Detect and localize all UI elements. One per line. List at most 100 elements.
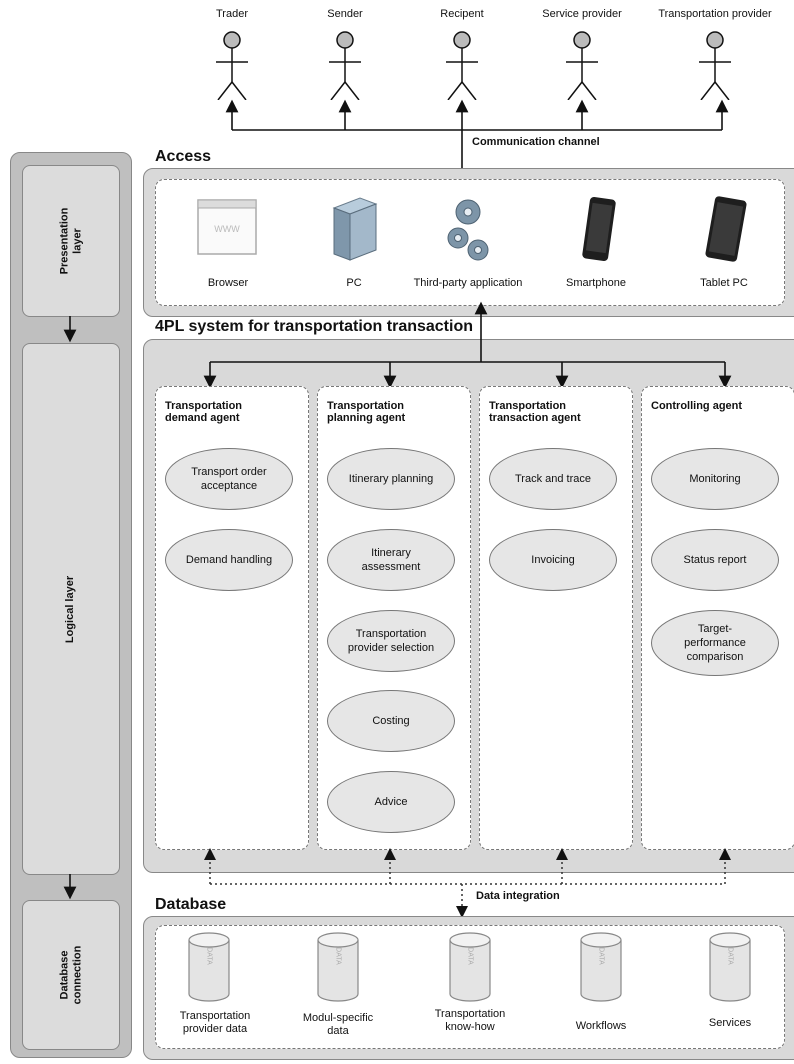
agent-title-transaction: Transportation transaction agent xyxy=(489,400,581,424)
task-status-report: Status report xyxy=(651,529,779,591)
gears-icon xyxy=(447,199,489,261)
store-label-line: Workflows xyxy=(575,1020,627,1032)
pc-icon xyxy=(332,197,378,261)
task-costing: Costing xyxy=(327,690,455,752)
store-label-line: provider data xyxy=(182,1023,248,1035)
data-integration-label: Data integration xyxy=(476,890,560,902)
stick-figure-icon xyxy=(329,31,361,100)
agent-title-demand: Transportation demand agent xyxy=(165,400,242,424)
actor-trader: Trader xyxy=(157,8,307,100)
logic-title: 4PL system for transportation transactio… xyxy=(155,318,473,335)
layer-arrows xyxy=(63,316,77,900)
store-workflows: Workflows xyxy=(546,1020,656,1033)
task-label-line: Itinerary xyxy=(371,547,411,559)
access-title: Access xyxy=(155,148,212,165)
task-label-line: acceptance xyxy=(200,480,258,492)
task-label-line: Itinerary planning xyxy=(348,473,434,485)
task-demand-handling: Demand handling xyxy=(165,529,293,591)
actor-label: Trader xyxy=(216,8,248,20)
task-advice: Advice xyxy=(327,771,455,833)
browser-icon: WWW xyxy=(197,199,257,255)
device-label-third-party-application: Third-party application xyxy=(413,277,523,289)
logical-layer-box: Logical layer xyxy=(22,343,120,875)
device-label-smartphone: Smartphone xyxy=(566,277,626,289)
stick-figure-icon xyxy=(699,31,731,100)
store-transportation-know-how: Transportation know-how xyxy=(415,1008,525,1034)
agent-title-line: Transportation xyxy=(489,400,567,412)
agent-title-line: Transportation xyxy=(165,400,243,412)
task-itinerary-assessment: Itinerary assessment xyxy=(327,529,455,591)
stick-figure-icon xyxy=(216,31,248,100)
communication-channel-label: Communication channel xyxy=(472,136,600,148)
task-itinerary-planning: Itinerary planning xyxy=(327,448,455,510)
agent-title-controlling: Controlling agent xyxy=(651,400,742,412)
task-label-line: provider selection xyxy=(347,642,435,654)
task-monitoring: Monitoring xyxy=(651,448,779,510)
actor-label: Recipent xyxy=(440,8,484,20)
store-label-line: Transportation xyxy=(179,1010,251,1022)
agent-title-planning: Transportation planning agent xyxy=(327,400,405,424)
task-transport-order-acceptance: Transport order acceptance xyxy=(165,448,293,510)
task-invoicing: Invoicing xyxy=(489,529,617,591)
store-label-line: Modul-specific xyxy=(302,1012,374,1024)
agent-title-line: Controlling agent xyxy=(651,400,743,412)
task-track-and-trace: Track and trace xyxy=(489,448,617,510)
task-label-line: Transportation xyxy=(355,628,427,640)
stick-figure-icon xyxy=(446,31,478,100)
task-label-line: Advice xyxy=(374,796,408,808)
tablet-icon xyxy=(705,196,747,262)
database-title: Database xyxy=(155,896,227,913)
task-label-line: assessment xyxy=(361,561,421,573)
actor-service-provider: Service provider xyxy=(507,8,657,100)
cylinder-glyph: DATA xyxy=(206,947,213,965)
database-cylinder-icon: DATA xyxy=(580,932,622,1002)
stick-figure-icon xyxy=(566,31,598,100)
actor-transportation-provider: Transportation provider xyxy=(640,8,790,100)
actor-label: Sender xyxy=(327,8,363,20)
task-label-line: Transport order xyxy=(191,466,267,478)
device-label-pc: PC xyxy=(346,277,362,289)
actor-label: Transportation provider xyxy=(658,8,772,20)
task-transportation-provider-selection: Transportation provider selection xyxy=(327,610,455,672)
task-label-line: comparison xyxy=(686,651,744,663)
agent-title-line: planning agent xyxy=(327,412,406,424)
actor-recipent: Recipent xyxy=(387,8,537,100)
cylinder-glyph: DATA xyxy=(727,947,734,965)
cylinder-glyph: DATA xyxy=(335,947,342,965)
database-cylinder-icon: DATA xyxy=(709,932,751,1002)
store-label-line: data xyxy=(327,1025,349,1037)
browser-glyph: WWW xyxy=(214,224,240,234)
presentation-layer-box: Presentation layer xyxy=(22,165,120,317)
agent-title-line: Transportation xyxy=(327,400,405,412)
store-label-line: Transportation xyxy=(434,1008,506,1020)
store-transportation-provider-data: Transportation provider data xyxy=(160,1010,270,1036)
smartphone-icon xyxy=(582,197,616,261)
agent-title-line: transaction agent xyxy=(489,412,581,424)
database-cylinder-icon: DATA xyxy=(317,932,359,1002)
store-services: Services xyxy=(675,1017,785,1030)
task-label-line: Status report xyxy=(683,554,747,566)
database-cylinder-icon: DATA xyxy=(188,932,230,1002)
agent-title-line: demand agent xyxy=(165,412,240,424)
device-label-browser: Browser xyxy=(207,277,249,289)
actor-sender: Sender xyxy=(270,8,420,100)
store-modul-specific-data: Modul-specific data xyxy=(283,1012,393,1038)
task-label-line: Monitoring xyxy=(689,473,741,485)
database-connection-box: Database connection xyxy=(22,900,120,1050)
actor-label: Service provider xyxy=(542,8,622,20)
store-label-line: know-how xyxy=(445,1021,495,1033)
cylinder-glyph: DATA xyxy=(598,947,605,965)
task-label-line: performance xyxy=(684,637,746,649)
task-label-line: Demand handling xyxy=(185,554,273,566)
cylinder-glyph: DATA xyxy=(467,947,474,965)
device-label-tablet-pc: Tablet PC xyxy=(700,277,748,289)
database-cylinder-icon: DATA xyxy=(449,932,491,1002)
communication-bus xyxy=(225,99,729,185)
store-label-line: Services xyxy=(708,1017,752,1029)
task-label-line: Invoicing xyxy=(531,554,575,566)
task-label-line: Track and trace xyxy=(514,473,591,485)
